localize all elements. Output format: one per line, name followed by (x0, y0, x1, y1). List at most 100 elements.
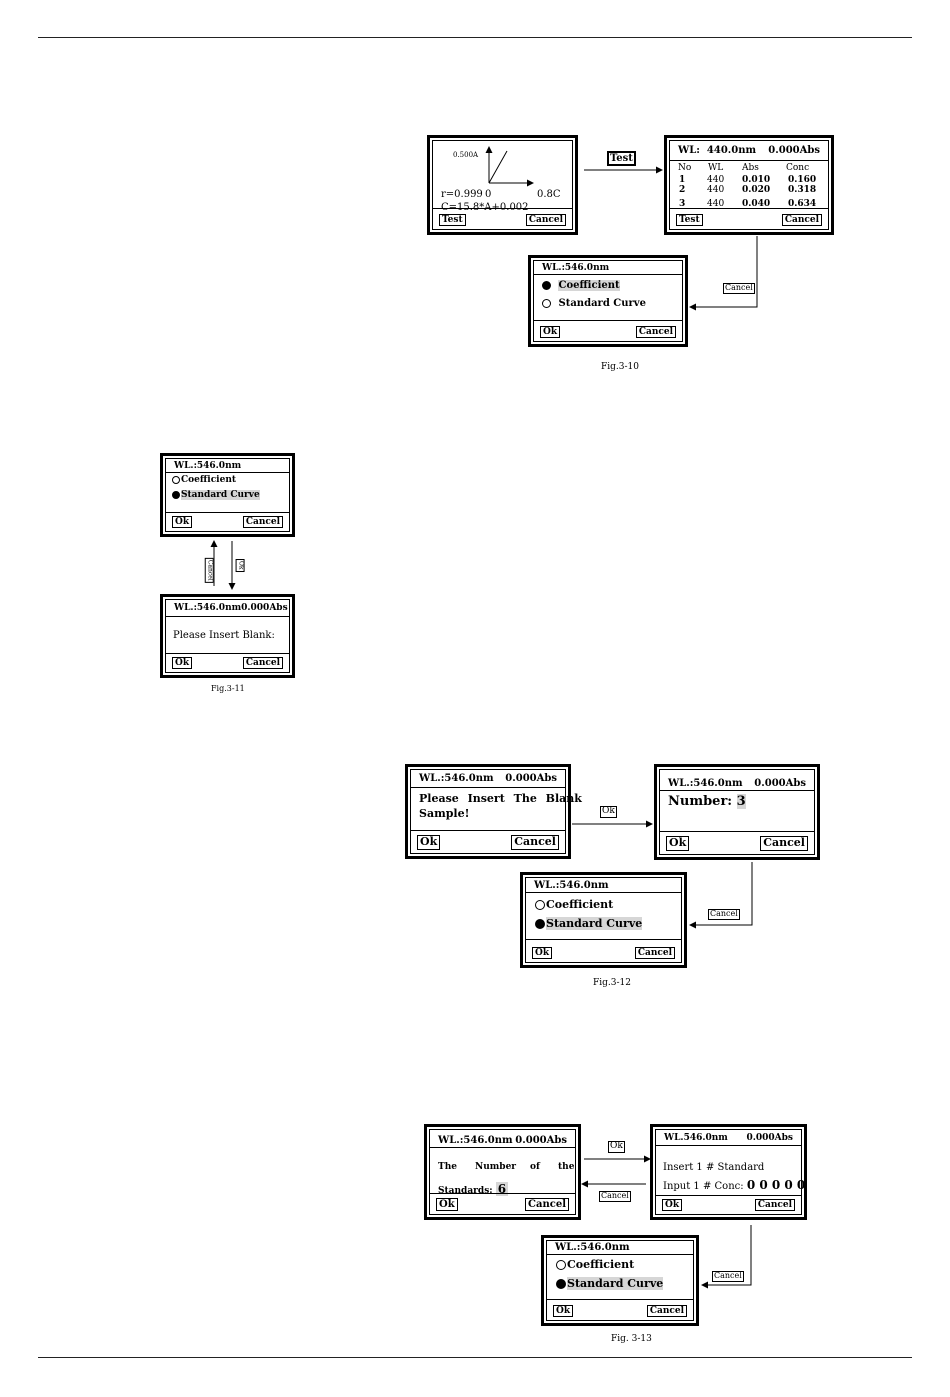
option-standard-curve[interactable]: Standard Curve (535, 917, 643, 930)
ok-button[interactable]: Ok (553, 1304, 574, 1317)
row3-no: 3 (679, 199, 686, 209)
ok-button[interactable]: Ok (662, 1198, 683, 1211)
option-standard-curve[interactable]: Standard Curve (172, 490, 260, 500)
graph-origin: 0 (485, 189, 492, 200)
test-button[interactable]: Test (439, 213, 466, 226)
cancel-button[interactable]: Cancel (646, 1304, 687, 1317)
wl-readout: WL.:546.0nm (534, 879, 609, 891)
abs-readout: 0.000Abs (754, 778, 806, 789)
ok-button[interactable]: Ok (417, 835, 441, 850)
row1-abs: 0.010 (742, 175, 771, 185)
wl-label: WL: (678, 145, 700, 156)
number-value: 3 (736, 794, 746, 809)
row2-wl: 440 (707, 185, 725, 195)
wl-readout: WL.:546.0nm (542, 262, 610, 273)
cancel-button[interactable]: Cancel (525, 213, 566, 226)
option-label: Coefficient (181, 475, 237, 485)
option-label: Coefficient (567, 1258, 635, 1271)
option-coefficient[interactable]: Coefficient (556, 1258, 634, 1271)
cancel-button[interactable]: Cancel (754, 1198, 795, 1211)
row1-no: 1 (679, 175, 686, 185)
abs-readout: 0.000Abs (515, 1135, 567, 1146)
graph-equation: C=15.8*A+0.002 (441, 202, 529, 213)
option-standard-curve[interactable]: Standard Curve (542, 298, 646, 309)
number-label: Number: (668, 794, 733, 809)
graph-x-end: 0.8C (537, 189, 561, 200)
radio-empty-icon (172, 475, 180, 484)
row3-wl: 440 (707, 199, 725, 209)
cancel-button[interactable]: Cancel (511, 835, 559, 850)
wl-readout: WL.:546.0nm (174, 460, 242, 471)
graph-r-value: r=0.999 (441, 189, 483, 200)
row1-conc: 0.160 (788, 175, 817, 185)
ok-button[interactable]: Ok (540, 325, 561, 338)
cancel-button[interactable]: Cancel (242, 656, 283, 669)
cancel-arrow-label: Cancel (723, 283, 755, 294)
radio-empty-icon (535, 900, 545, 910)
standard-conc-screen: WL.546.0nm 0.000Abs Insert 1 # Standard I… (650, 1124, 807, 1220)
insert-standard-line: Insert 1 # Standard (663, 1162, 765, 1173)
wl-readout: WL.546.0nm (664, 1132, 728, 1143)
figure-caption: Fig.3-10 (601, 362, 639, 372)
option-label: Standard Curve (567, 1277, 664, 1290)
results-table-screen: WL: 440.0nm 0.000Abs No WL Abs Conc 1 44… (664, 135, 834, 235)
radio-empty-icon (542, 299, 551, 308)
row3-abs: 0.040 (742, 199, 771, 209)
option-label: Standard Curve (558, 298, 646, 309)
cancel-button[interactable]: Cancel (760, 836, 808, 851)
wl-readout: WL: 440.0nm (678, 145, 756, 156)
figure-caption: Fig.3-12 (593, 978, 631, 988)
row2-abs: 0.020 (742, 185, 771, 195)
radio-empty-icon (556, 1260, 566, 1270)
option-coefficient[interactable]: Coefficient (535, 898, 613, 911)
prompt-word-the: The (438, 1162, 457, 1172)
option-label: Coefficient (546, 898, 614, 911)
cancel-arrow-label: Cancel (599, 1191, 631, 1202)
option-label: Standard Curve (546, 917, 643, 930)
cancel-button[interactable]: Cancel (634, 946, 675, 959)
number-field[interactable]: Number: 3 (668, 794, 746, 809)
ok-button[interactable]: Ok (532, 946, 553, 959)
ok-button[interactable]: Ok (172, 656, 193, 669)
conc-field[interactable]: Input 1 # Conc: 0 0 0 0 0 (663, 1178, 805, 1192)
abs-readout: 0.000Abs (241, 603, 288, 613)
option-coefficient[interactable]: Coefficient (172, 475, 236, 485)
prompt-word-of: of (530, 1162, 540, 1172)
cancel-button[interactable]: Cancel (242, 515, 283, 528)
method-menu-screen: WL.:546.0nm Coefficient Standard Curve O… (541, 1235, 699, 1326)
ok-arrow-label: Ok (608, 1141, 625, 1153)
cancel-button[interactable]: Cancel (635, 325, 676, 338)
standards-value: 6 (495, 1182, 509, 1196)
cancel-button[interactable]: Cancel (781, 213, 822, 226)
conc-value: 0 0 0 0 0 (746, 1178, 806, 1192)
ok-button[interactable]: Ok (666, 836, 690, 851)
wl-value: 440.0nm (706, 145, 757, 156)
ok-button[interactable]: Ok (172, 515, 193, 528)
radio-selected-icon (542, 281, 551, 290)
figure-caption: Fig.3-11 (211, 684, 245, 693)
row2-no: 2 (679, 185, 686, 195)
prompt-word-the2: the (558, 1162, 575, 1172)
abs-readout: 0.000Abs (746, 1132, 793, 1143)
cancel-arrow-label: Cancel (712, 1271, 744, 1282)
ok-button[interactable]: Ok (436, 1197, 458, 1211)
radio-selected-icon (556, 1279, 566, 1289)
radio-selected-icon (172, 490, 180, 499)
row2-conc: 0.318 (788, 185, 817, 195)
calibration-graph (485, 146, 534, 187)
figure-caption: Fig. 3-13 (611, 1334, 652, 1344)
row1-wl: 440 (707, 175, 725, 185)
ok-arrow-label: Ok (235, 559, 245, 572)
test-button[interactable]: Test (676, 213, 703, 226)
cancel-button[interactable]: Cancel (525, 1197, 569, 1211)
option-standard-curve[interactable]: Standard Curve (556, 1277, 664, 1290)
option-coefficient[interactable]: Coefficient (542, 280, 620, 291)
col-abs: Abs (742, 163, 759, 173)
standards-field[interactable]: Standards: 6 (438, 1182, 509, 1196)
wl-readout: WL.:546.0nm (438, 1135, 513, 1146)
cancel-arrow-label: Cancel (708, 909, 740, 920)
option-label: Coefficient (558, 280, 620, 291)
